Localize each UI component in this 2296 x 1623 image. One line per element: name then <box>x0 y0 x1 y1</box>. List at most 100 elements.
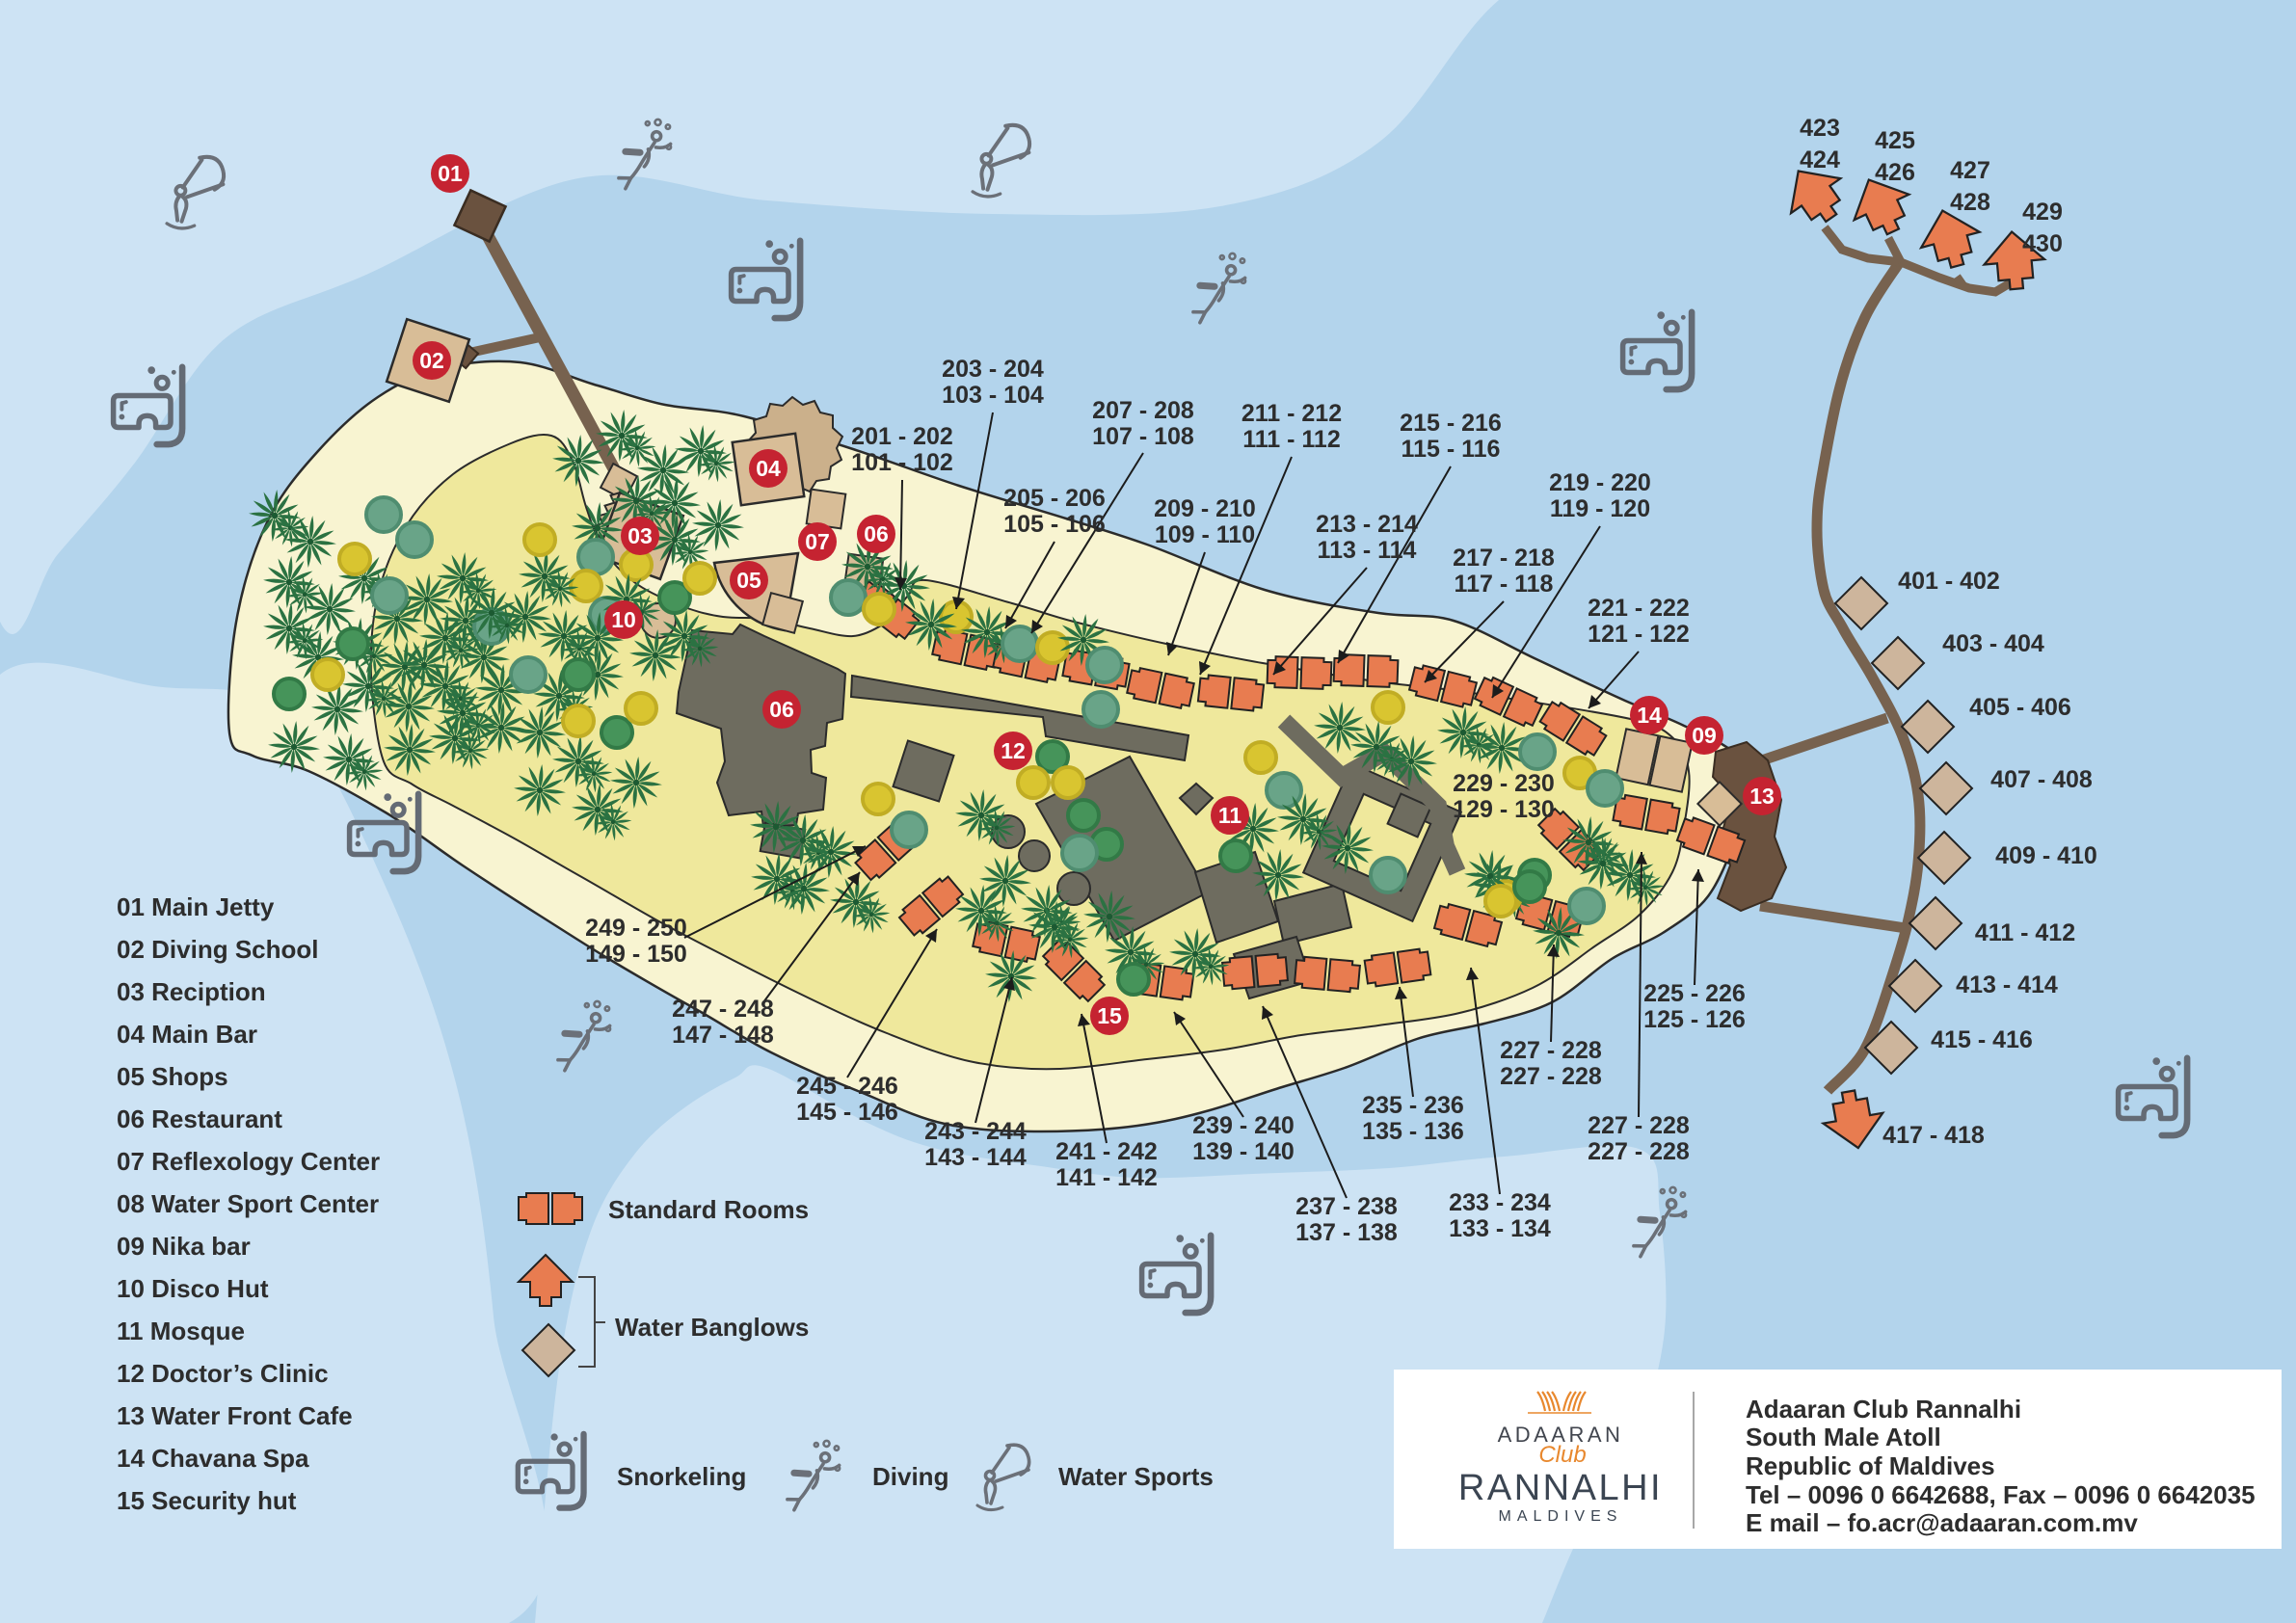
svg-text:423: 423 <box>1800 115 1840 142</box>
svg-text:211 - 212: 211 - 212 <box>1241 400 1342 427</box>
svg-text:Diving: Diving <box>872 1462 948 1491</box>
svg-text:417 - 418: 417 - 418 <box>1882 1122 1985 1149</box>
svg-text:13 Water Front Cafe: 13 Water Front Cafe <box>117 1401 353 1430</box>
svg-text:103 - 104: 103 - 104 <box>942 382 1044 409</box>
svg-text:424: 424 <box>1800 146 1840 173</box>
svg-text:04: 04 <box>756 456 781 481</box>
svg-text:01: 01 <box>438 161 463 186</box>
svg-text:219 - 220: 219 - 220 <box>1549 469 1651 496</box>
svg-text:05: 05 <box>736 568 761 593</box>
svg-text:428: 428 <box>1950 189 1990 216</box>
svg-text:113 - 114: 113 - 114 <box>1318 537 1417 564</box>
svg-text:ADAARAN: ADAARAN <box>1498 1423 1624 1447</box>
svg-text:425: 425 <box>1875 127 1915 154</box>
svg-text:201 - 202: 201 - 202 <box>851 423 953 450</box>
svg-text:237 - 238: 237 - 238 <box>1295 1193 1398 1220</box>
svg-text:14: 14 <box>1637 703 1662 728</box>
svg-text:12 Doctor’s Clinic: 12 Doctor’s Clinic <box>117 1359 329 1388</box>
svg-text:07: 07 <box>805 529 830 554</box>
svg-text:12: 12 <box>1001 738 1026 763</box>
svg-text:409 - 410: 409 - 410 <box>1995 842 2097 869</box>
svg-text:RANNALHI: RANNALHI <box>1458 1468 1663 1508</box>
svg-text:215 - 216: 215 - 216 <box>1400 410 1502 437</box>
svg-text:137 - 138: 137 - 138 <box>1295 1219 1398 1246</box>
svg-text:13: 13 <box>1749 784 1775 809</box>
svg-text:Tel – 0096 0 6642688, Fax – 00: Tel – 0096 0 6642688, Fax – 0096 0 66420… <box>1746 1480 2256 1509</box>
svg-text:101 - 102: 101 - 102 <box>851 449 953 476</box>
svg-text:129 - 130: 129 - 130 <box>1453 796 1555 823</box>
svg-text:427: 427 <box>1950 157 1990 184</box>
svg-text:207 - 208: 207 - 208 <box>1092 397 1194 424</box>
svg-text:249 - 250: 249 - 250 <box>585 915 687 942</box>
svg-text:06 Restaurant: 06 Restaurant <box>117 1104 282 1133</box>
svg-text:08 Water Sport Center: 08 Water Sport Center <box>117 1189 379 1218</box>
svg-text:107 - 108: 107 - 108 <box>1092 423 1194 450</box>
svg-text:07 Reflexology Center: 07 Reflexology Center <box>117 1147 380 1176</box>
svg-text:Club: Club <box>1538 1442 1586 1468</box>
svg-text:121 - 122: 121 - 122 <box>1588 621 1690 648</box>
svg-text:05 Shops: 05 Shops <box>117 1062 228 1091</box>
svg-text:10 Disco Hut: 10 Disco Hut <box>117 1274 269 1303</box>
svg-text:141 - 142: 141 - 142 <box>1055 1164 1158 1191</box>
svg-text:430: 430 <box>2022 230 2063 257</box>
svg-text:109 - 110: 109 - 110 <box>1155 521 1255 548</box>
svg-text:14 Chavana Spa: 14 Chavana Spa <box>117 1444 309 1473</box>
svg-text:205 - 206: 205 - 206 <box>1003 485 1106 512</box>
svg-text:247 - 248: 247 - 248 <box>672 996 774 1023</box>
svg-text:233 - 234: 233 - 234 <box>1449 1189 1551 1216</box>
svg-text:Republic of Maldives: Republic of Maldives <box>1746 1451 1995 1480</box>
svg-text:217 - 218: 217 - 218 <box>1453 545 1555 572</box>
svg-text:203 - 204: 203 - 204 <box>942 356 1044 383</box>
svg-text:225 - 226: 225 - 226 <box>1643 980 1746 1007</box>
svg-text:227 - 228: 227 - 228 <box>1500 1037 1602 1064</box>
svg-text:06: 06 <box>864 521 889 546</box>
svg-text:11: 11 <box>1218 803 1242 828</box>
svg-text:Water Banglows: Water Banglows <box>615 1313 809 1342</box>
svg-text:117 - 118: 117 - 118 <box>1455 571 1554 598</box>
svg-text:Water Sports: Water Sports <box>1058 1462 1214 1491</box>
svg-text:09 Nika bar: 09 Nika bar <box>117 1232 251 1261</box>
svg-text:407 - 408: 407 - 408 <box>1990 766 2093 793</box>
svg-text:Snorkeling: Snorkeling <box>617 1462 746 1491</box>
svg-text:02: 02 <box>419 348 444 373</box>
svg-text:03: 03 <box>627 523 653 548</box>
svg-text:09: 09 <box>1692 723 1717 748</box>
svg-text:213 - 214: 213 - 214 <box>1316 511 1418 538</box>
svg-text:411 - 412: 411 - 412 <box>1975 919 2075 946</box>
svg-text:227 - 228: 227 - 228 <box>1588 1112 1690 1139</box>
svg-text:115 - 116: 115 - 116 <box>1402 436 1501 463</box>
svg-text:221 - 222: 221 - 222 <box>1588 595 1690 622</box>
svg-text:11 Mosque: 11 Mosque <box>117 1317 245 1345</box>
svg-text:147 - 148: 147 - 148 <box>672 1022 774 1049</box>
svg-text:145 - 146: 145 - 146 <box>796 1099 898 1126</box>
svg-text:125 - 126: 125 - 126 <box>1643 1006 1746 1033</box>
svg-text:143 - 144: 143 - 144 <box>924 1144 1027 1171</box>
svg-text:239 - 240: 239 - 240 <box>1192 1112 1295 1139</box>
svg-text:245 - 246: 245 - 246 <box>796 1073 898 1100</box>
svg-text:227 - 228: 227 - 228 <box>1588 1138 1690 1165</box>
svg-text:10: 10 <box>611 607 636 632</box>
svg-text:15: 15 <box>1097 1003 1122 1028</box>
svg-text:227 - 228: 227 - 228 <box>1500 1063 1602 1090</box>
svg-text:243 - 244: 243 - 244 <box>924 1118 1027 1145</box>
svg-text:133 - 134: 133 - 134 <box>1449 1215 1551 1242</box>
svg-text:E mail – fo.acr@adaaran.com.mv: E mail – fo.acr@adaaran.com.mv <box>1746 1508 2138 1537</box>
svg-text:04 Main Bar: 04 Main Bar <box>117 1020 257 1049</box>
svg-text:426: 426 <box>1875 159 1915 186</box>
svg-text:235 - 236: 235 - 236 <box>1362 1092 1464 1119</box>
svg-text:02 Diving School: 02 Diving School <box>117 935 319 964</box>
svg-text:229 - 230: 229 - 230 <box>1453 770 1555 797</box>
svg-text:415 - 416: 415 - 416 <box>1931 1026 2033 1053</box>
svg-text:Adaaran Club Rannalhi: Adaaran Club Rannalhi <box>1746 1395 2021 1423</box>
svg-text:111 - 112: 111 - 112 <box>1242 426 1341 453</box>
svg-text:01 Main Jetty: 01 Main Jetty <box>117 892 275 921</box>
svg-text:429: 429 <box>2022 199 2063 226</box>
svg-text:03 Reciption: 03 Reciption <box>117 977 266 1006</box>
svg-text:MALDIVES: MALDIVES <box>1499 1508 1623 1525</box>
svg-text:209 - 210: 209 - 210 <box>1154 495 1256 522</box>
svg-text:413 - 414: 413 - 414 <box>1956 971 2058 998</box>
svg-text:405 - 406: 405 - 406 <box>1969 694 2071 721</box>
svg-text:105 - 106: 105 - 106 <box>1003 511 1106 538</box>
svg-text:401 - 402: 401 - 402 <box>1898 568 2000 595</box>
svg-text:149 - 150: 149 - 150 <box>585 941 687 968</box>
